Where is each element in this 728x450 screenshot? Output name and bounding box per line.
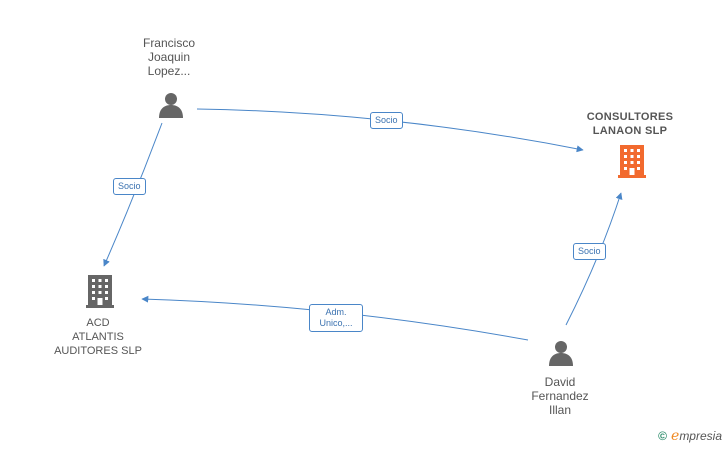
edge-label-francisco-acd: Socio [113,178,146,195]
person-icon[interactable] [159,93,183,118]
building-icon[interactable] [618,145,646,178]
node-label-david[interactable]: David Fernandez Illan [531,375,589,417]
edge-label-david-consultores: Socio [573,243,606,260]
copyright-icon: © [658,429,668,443]
brand-initial: e [671,428,680,444]
person-icon[interactable] [549,341,573,366]
node-label-acd[interactable]: ACD ATLANTIS AUDITORES SLP [54,317,142,357]
node-label-consultores[interactable]: CONSULTORES LANAON SLP [586,111,674,137]
building-icon[interactable] [86,275,114,308]
brand-name: mpresia [679,429,722,443]
node-label-francisco[interactable]: Francisco Joaquin Lopez... [142,36,195,78]
empresia-logo: ©empresia [658,428,722,444]
edge-label-david-acd: Adm. Unico,... [309,304,363,332]
edge-label-francisco-consultores: Socio [370,112,403,129]
